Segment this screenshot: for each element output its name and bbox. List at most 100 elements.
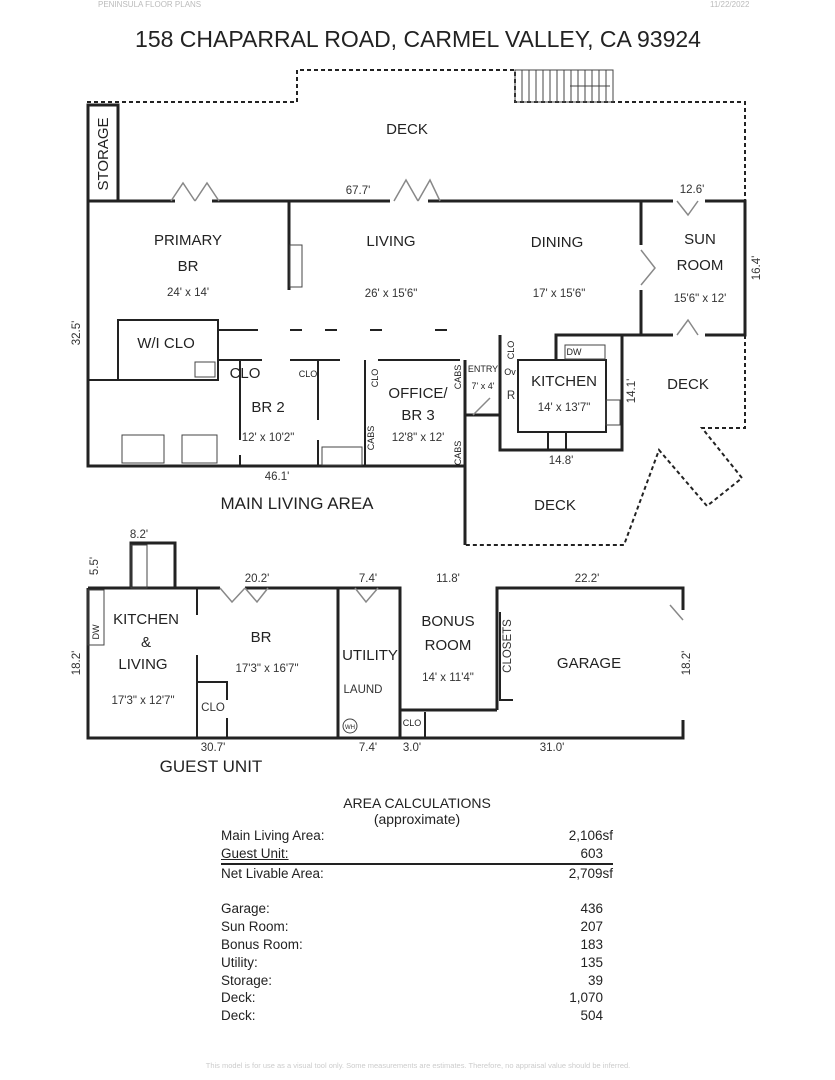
area-label: Bonus Room:: [221, 936, 303, 952]
dimension-label: 8.2': [130, 529, 148, 541]
room-label-garage: GARAGE: [557, 655, 621, 672]
deck-right-outline: [465, 335, 746, 546]
area-label: Sun Room:: [221, 919, 289, 935]
main-walls: [86, 178, 747, 545]
area-value: 1,070: [569, 990, 603, 1006]
room-label-deck: DECK: [386, 121, 428, 138]
area-value: 436: [580, 901, 603, 917]
room-size-kitchen: 14' x 13'7": [538, 402, 591, 414]
area-row: Net Livable Area:2,709sf: [221, 865, 613, 883]
room-label-br3: BR 3: [401, 407, 434, 424]
room-label-dining: DINING: [531, 234, 584, 251]
room-size-guest-br: 17'3" x 16'7": [235, 663, 298, 675]
room-label-bonus: BONUS: [421, 613, 474, 630]
dimension-label: 32.5': [71, 321, 83, 346]
room-label-cabinets: CABS: [453, 365, 463, 390]
area-label: Guest Unit:: [221, 845, 289, 861]
room-label-cabinets: CABS: [453, 441, 463, 466]
dimension-label: 14.8': [549, 455, 574, 467]
dimension-label: 18.2': [71, 651, 83, 676]
area-calc-subtitle: (approximate): [373, 811, 461, 827]
area-row: Garage: 436: [221, 900, 613, 918]
room-size-dining: 17' x 15'6": [533, 288, 586, 300]
room-size-primary: 24' x 14': [167, 287, 209, 299]
room-label-guest-br: BR: [251, 629, 272, 646]
area-calculations: AREA CALCULATIONS (approximate) Main Liv…: [221, 795, 613, 1025]
dimension-label: 67.7': [346, 185, 371, 197]
dimension-label: 16.4': [751, 256, 763, 281]
dimension-label: 22.2': [575, 573, 600, 585]
room-label-primary-br: BR: [178, 258, 199, 275]
room-label-laundry: LAUND: [344, 684, 383, 696]
plan-date: 11/22/2022: [710, 0, 750, 9]
area-value: 2,106sf: [568, 828, 613, 843]
area-value: 207: [580, 919, 603, 935]
room-label-guest-kitchen: KITCHEN: [113, 611, 179, 628]
area-row: Storage: 39: [221, 972, 613, 990]
room-label-closet: CLO: [403, 718, 422, 728]
area-label: Storage:: [221, 972, 273, 988]
dimension-label: 12.6': [680, 184, 705, 196]
stairs: [514, 69, 614, 103]
dishwasher-label: DW: [91, 624, 101, 639]
area-value: 183: [580, 936, 603, 952]
room-label-closet: CLO: [299, 369, 318, 379]
dimension-label: 30.7': [201, 742, 226, 754]
area-value: 2,709sf: [568, 865, 613, 881]
area-value: 39: [587, 972, 603, 988]
room-label-living: LIVING: [366, 233, 415, 250]
room-label-cabinets: CABS: [366, 426, 376, 451]
refrigerator-label: R: [507, 390, 515, 402]
area-value: 135: [580, 954, 603, 970]
area-label: Deck:: [221, 990, 256, 1006]
room-label-closet: CLO: [370, 369, 380, 388]
area-row: Sun Room: 207: [221, 918, 613, 936]
room-label-closets: CLOSETS: [502, 619, 514, 673]
area-row: Bonus Room: 183: [221, 936, 613, 954]
section-label-main: MAIN LIVING AREA: [220, 494, 374, 513]
guest-walls: [86, 541, 683, 740]
area-row: Main Living Area: 2,106sf: [221, 827, 613, 845]
dimension-label: 3.0': [403, 742, 421, 754]
section-label-guest: GUEST UNIT: [160, 757, 263, 776]
room-size-entry: 7' x 4': [472, 381, 495, 391]
dimension-label: 7.4': [359, 573, 377, 585]
area-row: Guest Unit: 603: [221, 845, 613, 865]
area-calc-title: AREA CALCULATIONS: [343, 795, 491, 811]
area-label: Garage:: [221, 901, 270, 917]
area-value: 603: [580, 845, 603, 861]
room-label-walkin-closet: W/I CLO: [137, 335, 195, 352]
area-row: Utility: 135: [221, 954, 613, 972]
room-label-bonus-room: ROOM: [425, 637, 472, 654]
room-size-br2: 12' x 10'2": [242, 432, 295, 444]
room-label-closet: CLO: [201, 702, 225, 714]
dimension-label: 20.2': [245, 573, 270, 585]
room-size-office: 12'8" x 12': [392, 432, 445, 444]
area-label: Utility:: [221, 954, 258, 970]
dimension-label: 31.0': [540, 742, 565, 754]
oven-label: Ov: [504, 367, 516, 377]
dimension-label: 18.2': [681, 651, 693, 676]
room-label-sun: SUN: [684, 231, 716, 248]
page-title: 158 CHAPARRAL ROAD, CARMEL VALLEY, CA 93…: [135, 26, 701, 52]
room-label-closet: CLO: [506, 341, 516, 360]
room-label-deck: DECK: [667, 376, 709, 393]
area-label: Main Living Area:: [221, 828, 325, 843]
room-label-closet: CLO: [230, 365, 261, 382]
room-label-primary: PRIMARY: [154, 232, 222, 249]
room-label-ampersand: &: [141, 634, 151, 651]
room-label-office: OFFICE/: [388, 385, 448, 402]
area-row: Deck: 1,070: [221, 989, 613, 1007]
deck-top: DECK: [87, 69, 746, 201]
dimension-label: 46.1': [265, 471, 290, 483]
disclaimer: This model is for use as a visual tool o…: [206, 1061, 631, 1070]
company-name: PENINSULA FLOOR PLANS: [98, 0, 201, 9]
room-size-guest-kitchen: 17'3" x 12'7": [111, 695, 174, 707]
room-label-sun-room: ROOM: [677, 257, 724, 274]
dimension-label: 7.4': [359, 742, 377, 754]
water-heater-label: WH: [345, 725, 355, 731]
dimension-label: 5.5': [89, 557, 101, 575]
room-label-br2: BR 2: [251, 399, 284, 416]
room-size-sun: 15'6" x 12': [674, 293, 727, 305]
